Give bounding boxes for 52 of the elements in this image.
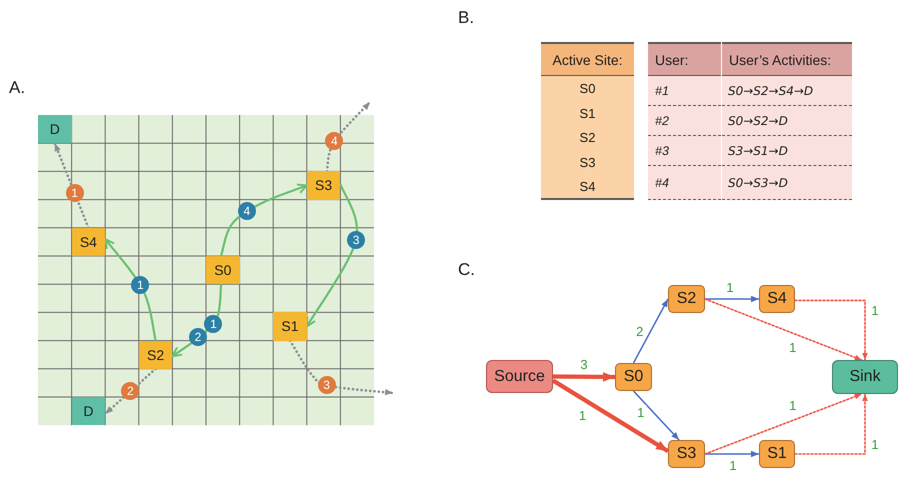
arrow — [54, 142, 90, 230]
destination-box: D — [72, 397, 106, 426]
panel-label: C. — [458, 259, 476, 281]
site-box: S2 — [138, 340, 172, 369]
site-box: S3 — [668, 440, 705, 468]
table-cell: S3 — [541, 150, 634, 176]
arrow — [552, 372, 616, 382]
table-cell: S3→S1→D — [722, 136, 852, 166]
site-box: S4 — [759, 285, 795, 313]
arrow — [552, 378, 670, 454]
table-cell: #1 — [648, 76, 721, 106]
column-header: User’s Activities: — [722, 42, 852, 76]
table-cell: #4 — [648, 166, 721, 200]
arrow — [326, 100, 372, 173]
arrow — [704, 298, 862, 361]
panel-label: A. — [9, 77, 26, 99]
destination-box: D — [38, 115, 72, 144]
edge-label: 3 — [578, 357, 590, 372]
table-cell: #2 — [648, 106, 721, 136]
table-cell: #3 — [648, 136, 721, 166]
arrow — [306, 184, 358, 328]
arrow — [104, 368, 157, 416]
table-cell: S2 — [541, 126, 634, 150]
table-cell: S0→S3→D — [722, 166, 852, 200]
site-box: S1 — [273, 312, 307, 341]
table-cell: S0→S2→D — [722, 106, 852, 136]
site-box: S1 — [759, 440, 795, 468]
site-box: S4 — [72, 228, 106, 256]
site-box: S0 — [206, 256, 240, 284]
arrow — [288, 339, 394, 396]
table-cell: S1 — [541, 100, 634, 126]
column-header: Active Site: — [541, 42, 634, 76]
arrow — [632, 298, 669, 364]
arrow — [705, 450, 759, 458]
arrow — [104, 238, 157, 341]
edge-label: 2 — [634, 324, 646, 338]
table-cell: S0 — [541, 76, 634, 101]
site-box: S0 — [615, 363, 652, 391]
table-cell: S4 — [541, 175, 634, 200]
site-box: S2 — [668, 285, 705, 313]
arrow — [794, 300, 868, 361]
site-box: S3 — [306, 171, 340, 200]
arrow — [794, 393, 868, 455]
arrow — [632, 390, 680, 441]
arrow — [704, 393, 862, 455]
source-box: Source — [486, 360, 553, 393]
sink-box: Sink — [832, 360, 898, 394]
column-header: User: — [648, 42, 721, 76]
arrow — [220, 183, 308, 256]
table-cell: S0→S2→S4→D — [722, 76, 852, 106]
arrow — [705, 296, 759, 302]
panel-label: B. — [458, 7, 476, 29]
